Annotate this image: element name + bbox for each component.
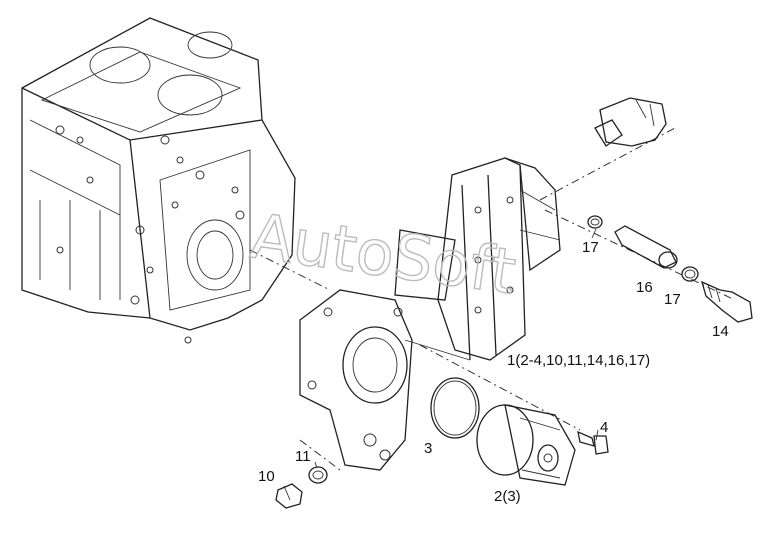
callout-4: 4 (600, 419, 608, 436)
engine-block (21, 17, 296, 344)
front-cover-plate (299, 289, 413, 471)
o-ring (430, 377, 480, 439)
main-housing (394, 157, 561, 361)
leader-lines (314, 228, 599, 469)
callout-11: 11 (295, 448, 311, 465)
callout-1: 1(2-4,10,11,14,16,17) (507, 352, 650, 369)
callout-17-lower: 17 (664, 291, 681, 308)
callout-10: 10 (258, 468, 275, 485)
washer-11 (308, 466, 328, 484)
callout-2: 2(3) (494, 488, 521, 505)
watermark-text: AutoSoft (246, 199, 520, 308)
callout-17-upper: 17 (582, 239, 599, 256)
callout-14: 14 (712, 323, 729, 340)
thermostat-housing (594, 97, 667, 147)
banjo-bolt-16 (614, 225, 678, 269)
water-pump (476, 404, 576, 486)
bolt-14 (700, 280, 753, 323)
callout-3: 3 (424, 440, 432, 457)
washer-17-upper (587, 215, 603, 229)
bolt-4 (577, 430, 609, 455)
washer-17-lower (681, 266, 699, 282)
callout-16: 16 (636, 279, 653, 296)
plug-10 (275, 483, 303, 509)
